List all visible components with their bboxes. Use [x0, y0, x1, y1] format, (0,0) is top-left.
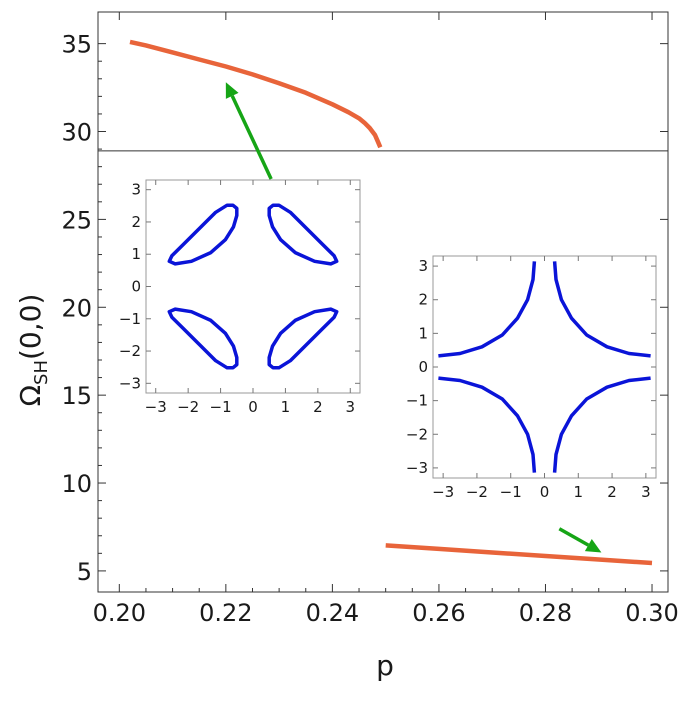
inset-y-tick-label: 0 [131, 278, 141, 296]
arrow-head-1 [225, 82, 239, 99]
inset-x-tick-label: 1 [574, 483, 584, 501]
inset-lobe-3 [167, 307, 239, 370]
inset-y-tick-label: −1 [406, 392, 428, 410]
inset-x-tick-label: −1 [210, 398, 232, 416]
inset-x-tick-label: 3 [345, 398, 355, 416]
svg-text:ΩSH(0,0): ΩSH(0,0) [14, 294, 52, 407]
inset-y-tick-label: 1 [418, 324, 428, 342]
y-tick-label: 5 [77, 558, 92, 586]
y-axis-label-base: Ω [14, 385, 47, 406]
y-tick-label: 10 [61, 470, 92, 498]
inset-x-tick-label: −2 [466, 483, 488, 501]
inset-x-tick-label: −3 [432, 483, 454, 501]
y-tick-label: 30 [61, 119, 92, 147]
inset-group: −3 −2 −1 0 1 2 3 −3 −2 −1 0 1 2 3 −3 −2 −1 0 1 2 3 −3 −2 −1 0 1 2 3 [119, 179, 657, 501]
inset-2: −3 −2 −1 0 1 2 3 −3 −2 −1 0 1 2 3 [406, 255, 657, 501]
inset-y-tick-label: −2 [119, 342, 141, 360]
y-tick-label: 35 [61, 31, 92, 59]
inset-y-tick-label: 2 [131, 213, 141, 231]
inset-x-tick-label: −2 [177, 398, 199, 416]
inset-1: −3 −2 −1 0 1 2 3 −3 −2 −1 0 1 2 3 [119, 179, 361, 416]
x-axis-label: p [376, 649, 394, 682]
inset-x-tick-label: 3 [641, 483, 651, 501]
y-tick-label: 25 [61, 206, 92, 234]
inset-arc-4 [552, 376, 651, 473]
inset-arc-2 [552, 261, 651, 358]
x-tick-label: 0.20 [93, 599, 146, 627]
y-tick-label: 20 [61, 294, 92, 322]
inset-lobe-2 [267, 203, 339, 266]
inset-y-tick-label: 0 [418, 358, 428, 376]
main-plot-frame [97, 11, 669, 593]
arrow-shaft-2 [558, 527, 590, 547]
inset-arc-3 [438, 376, 537, 473]
inset-x-tick-label: −3 [145, 398, 167, 416]
inset-y-tick-label: −1 [119, 310, 141, 328]
inset-frame [432, 255, 657, 479]
x-tick-label: 0.24 [306, 599, 359, 627]
inset-y-tick-label: 3 [418, 257, 428, 275]
series-line-2 [385, 543, 653, 566]
y-tick-label: 15 [61, 382, 92, 410]
inset-y-tick-label: 1 [131, 245, 141, 263]
inset-x-tick-label: 2 [313, 398, 323, 416]
main-plot-border [97, 11, 669, 593]
inset-frame [145, 179, 361, 394]
inset-lobe-4 [267, 307, 339, 370]
x-tick-label: 0.30 [625, 599, 678, 627]
inset-lobe-1 [167, 203, 239, 266]
arrow-group [225, 82, 602, 553]
arrow-shaft-1 [230, 95, 273, 180]
inset-y-tick-label: 3 [131, 181, 141, 199]
inset-x-tick-label: 0 [248, 398, 258, 416]
main-series-group [129, 39, 653, 566]
series-line-1 [129, 39, 383, 149]
y-axis-label-args: (0,0) [14, 294, 47, 360]
inset-arc-1 [438, 261, 537, 358]
x-tick-label: 0.28 [519, 599, 572, 627]
inset-y-tick-label: −3 [406, 459, 428, 477]
inset-y-tick-label: −2 [406, 425, 428, 443]
inset-x-tick-label: −1 [500, 483, 522, 501]
inset-x-tick-label: 0 [540, 483, 550, 501]
inset-x-tick-label: 1 [281, 398, 291, 416]
y-axis-label-sub: SH [31, 360, 52, 385]
inset-y-tick-label: 2 [418, 291, 428, 309]
inset-y-tick-label: −3 [119, 374, 141, 392]
arrow-head-2 [584, 538, 602, 553]
y-axis-label: ΩSH(0,0) [14, 294, 52, 407]
x-tick-label: 0.26 [412, 599, 465, 627]
x-tick-label: 0.22 [199, 599, 252, 627]
inset-x-tick-label: 2 [607, 483, 617, 501]
